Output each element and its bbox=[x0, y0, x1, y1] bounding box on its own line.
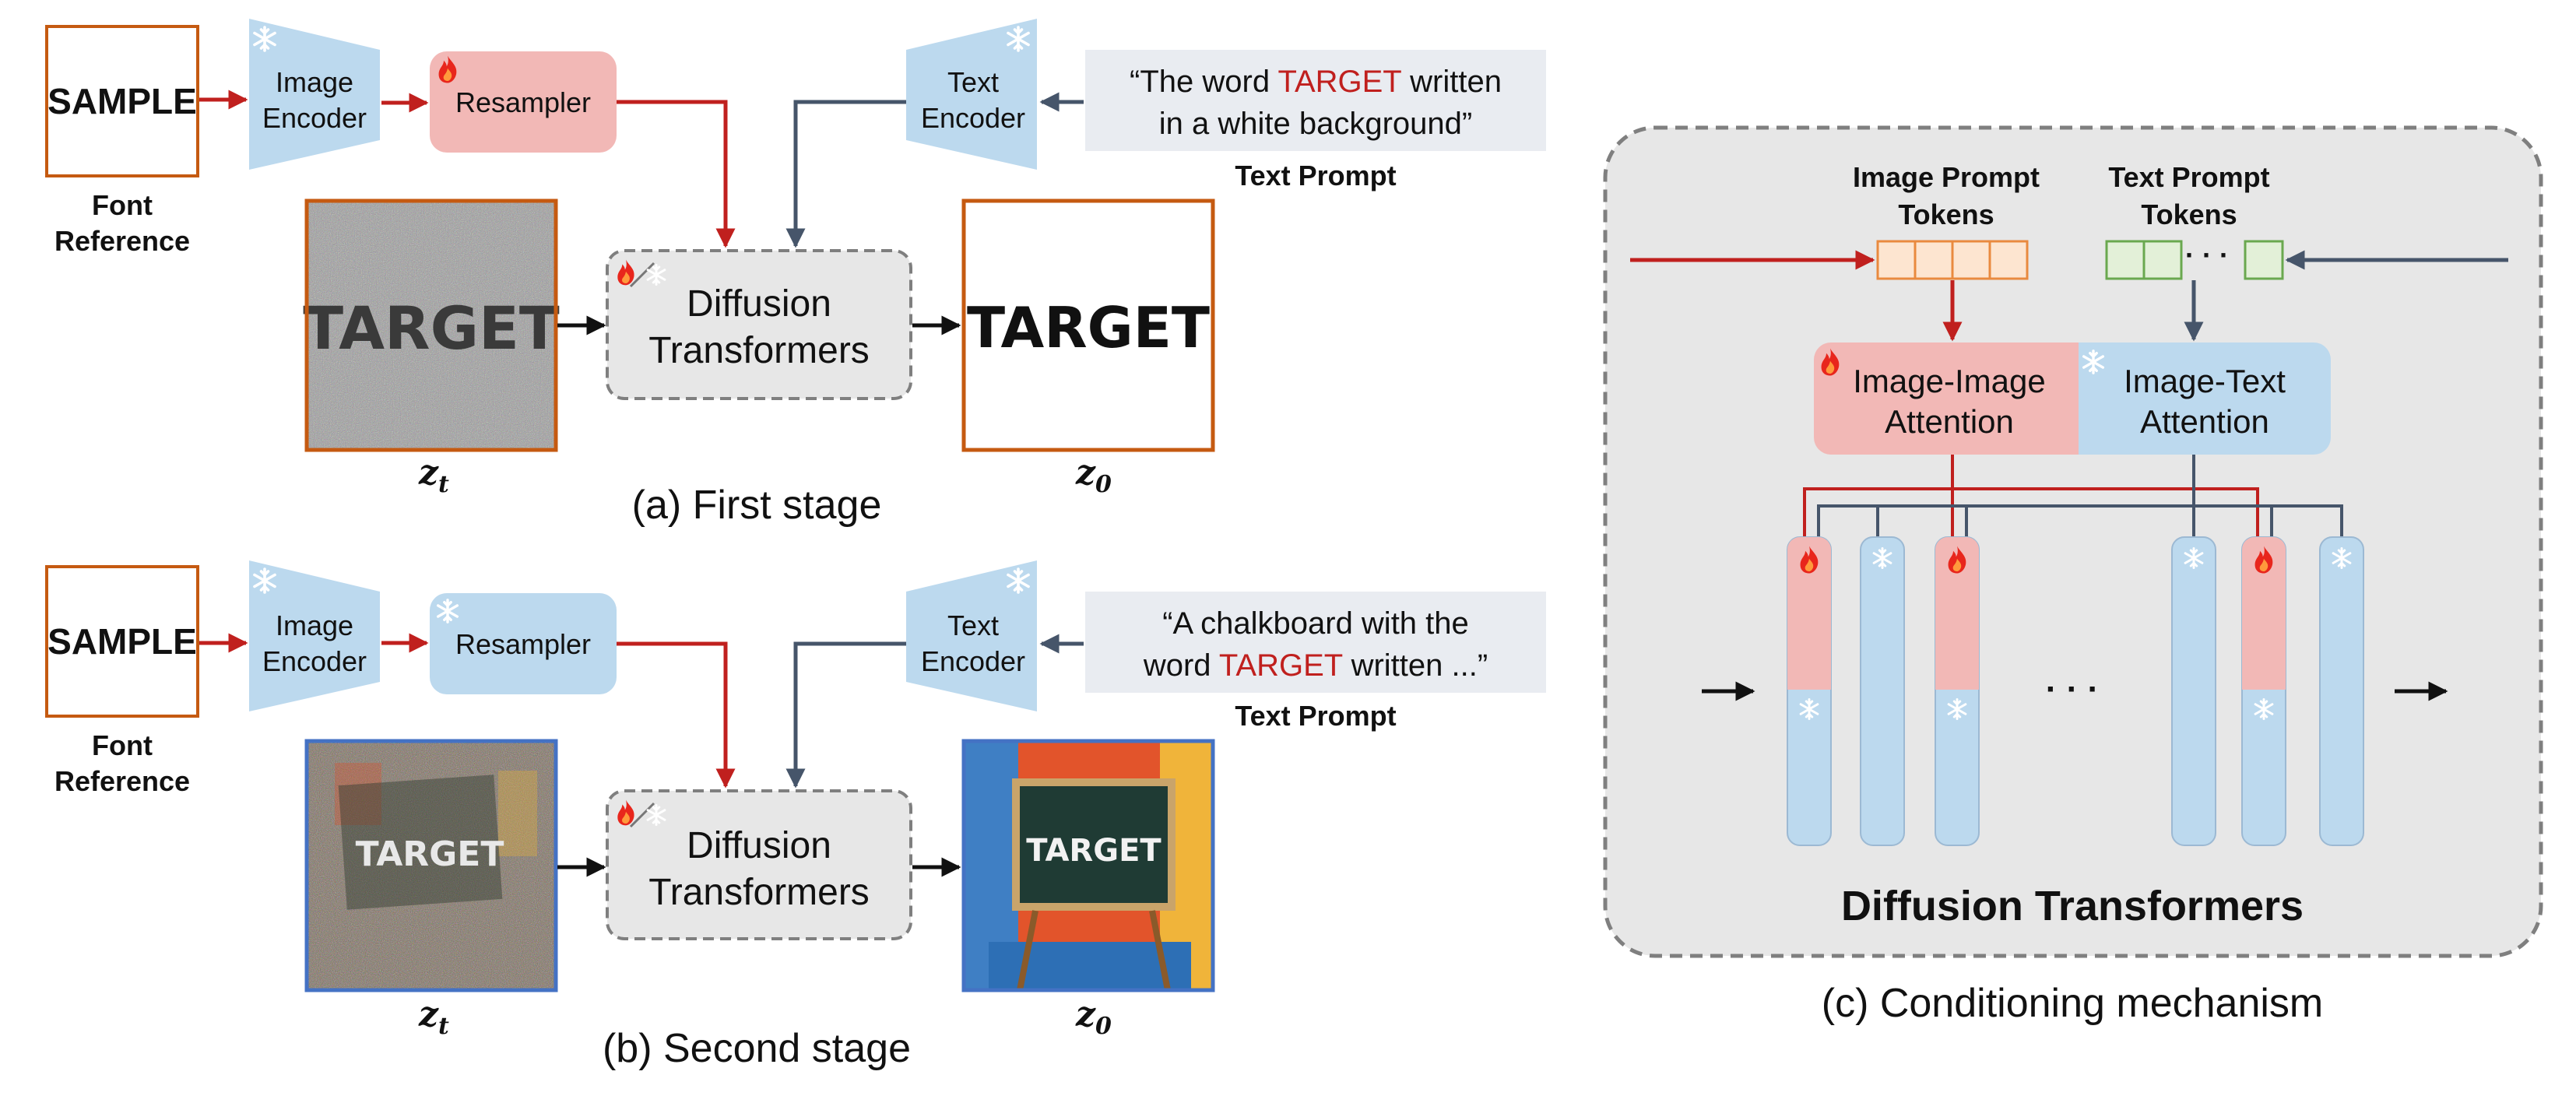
image-prompt-tokens-label-line1: Image Prompt bbox=[1853, 161, 2040, 193]
image-encoder: Image Encoder bbox=[249, 560, 380, 711]
text-prompt-tokens: · · · bbox=[2105, 239, 2284, 280]
noisy-target-text: TARGET bbox=[356, 834, 504, 874]
divider-slash bbox=[629, 262, 655, 288]
image-text-attention-label-line1: Image-Text bbox=[2124, 363, 2286, 399]
font-reference-label-line2: Reference bbox=[54, 765, 190, 797]
text-prompt-label: Text Prompt bbox=[1235, 160, 1396, 191]
clean-output-z0: TARGET bbox=[961, 739, 1215, 992]
text-encoder: Text Encoder bbox=[906, 560, 1037, 711]
image-text-attention-label-line2: Attention bbox=[2140, 403, 2269, 440]
text-encoder-label-line2: Encoder bbox=[921, 102, 1025, 134]
font-reference-label-line1: Font bbox=[92, 729, 153, 761]
z0-label: z0 bbox=[1075, 453, 1112, 498]
text-tokens-ellipsis: · · · bbox=[2185, 239, 2229, 271]
text-prompt-line1: “A chalkboard with the bbox=[1162, 606, 1469, 641]
caption-first-stage: (a) First stage bbox=[632, 483, 882, 528]
stage-1: SAMPLE Font Reference Image Encoder Resa… bbox=[45, 19, 1546, 528]
image-encoder-label-line1: Image bbox=[276, 66, 353, 98]
text-encoder-label-line1: Text bbox=[947, 609, 999, 641]
text-prompt-line2: in a white background” bbox=[1159, 107, 1472, 141]
text-prompt-label: Text Prompt bbox=[1235, 700, 1396, 732]
dit-block-frozen bbox=[2319, 536, 2364, 846]
arrow-text-encoder-to-dit bbox=[785, 641, 906, 789]
font-reference-label-line2: Reference bbox=[54, 225, 190, 257]
clean-output-z0: TARGET bbox=[961, 198, 1215, 452]
resampler-label: Resampler bbox=[455, 86, 591, 118]
text-prompt-box: “A chalkboard with the word TARGET writt… bbox=[1085, 592, 1546, 693]
attention-routing bbox=[1803, 455, 2343, 537]
dit-label-line2: Transformers bbox=[648, 330, 870, 371]
image-image-attention-label-line2: Attention bbox=[1885, 403, 2014, 440]
panel-title: Diffusion Transformers bbox=[1841, 883, 2304, 929]
text-prompt-tokens-label-line1: Text Prompt bbox=[2108, 161, 2269, 193]
text-prompt-tokens-label-line2: Tokens bbox=[2141, 198, 2237, 230]
arrow-resampler-to-dit bbox=[617, 100, 736, 248]
font-reference-label-line1: Font bbox=[92, 189, 153, 221]
dit-block-trainable bbox=[1787, 536, 1832, 846]
resampler-trainable: Resampler bbox=[430, 51, 617, 153]
noisy-latent-zt: TARGET bbox=[304, 739, 558, 992]
text-prompt-line1: “The word TARGET written bbox=[1130, 65, 1502, 99]
stage-2: SAMPLE Font Reference Image Encoder Resa… bbox=[45, 560, 1546, 1071]
dit-label-line1: Diffusion bbox=[687, 825, 831, 866]
image-encoder-label-line2: Encoder bbox=[262, 645, 367, 677]
dit-block-trainable bbox=[1935, 536, 1980, 846]
font-reference-box: SAMPLE bbox=[45, 565, 199, 718]
arrow-text-encoder-to-dit bbox=[785, 100, 906, 248]
image-encoder-label-line2: Encoder bbox=[262, 102, 367, 134]
conditioning-panel: Image Prompt Tokens Text Prompt Tokens ·… bbox=[1603, 125, 2543, 958]
diffusion-transformers-box: Diffusion Transformers bbox=[606, 789, 912, 940]
zt-label: zt bbox=[418, 995, 449, 1040]
z0-label: z0 bbox=[1075, 995, 1112, 1040]
font-reference-sample: SAMPLE bbox=[47, 81, 197, 121]
caption-conditioning: (c) Conditioning mechanism bbox=[1822, 981, 2324, 1026]
dit-label-line2: Transformers bbox=[648, 872, 870, 913]
noisy-target-text: TARGET bbox=[303, 293, 560, 363]
caption-second-stage: (b) Second stage bbox=[603, 1026, 911, 1071]
divider-slash bbox=[629, 802, 655, 828]
font-reference-sample: SAMPLE bbox=[47, 621, 197, 662]
image-prompt-tokens bbox=[1876, 240, 2029, 280]
font-reference-box: SAMPLE bbox=[45, 25, 199, 177]
image-encoder: Image Encoder bbox=[249, 19, 380, 170]
diffusion-transformers-box: Diffusion Transformers bbox=[606, 249, 912, 400]
resampler-label: Resampler bbox=[455, 628, 591, 660]
image-encoder-label-line1: Image bbox=[276, 609, 353, 641]
text-prompt-box: “The word TARGET written in a white back… bbox=[1085, 50, 1546, 151]
text-encoder-label-line2: Encoder bbox=[921, 645, 1025, 677]
arrow-resampler-to-dit bbox=[617, 641, 736, 789]
text-prompt-line2: word TARGET written ...” bbox=[1143, 648, 1488, 683]
image-prompt-tokens-label-line2: Tokens bbox=[1898, 198, 1994, 230]
resampler-frozen: Resampler bbox=[430, 593, 617, 694]
dit-block-trainable bbox=[2241, 536, 2286, 846]
dit-blocks: · · · bbox=[1787, 536, 2364, 846]
image-text-attention: Image-Text Attention bbox=[2079, 342, 2331, 455]
dit-block-frozen bbox=[2171, 536, 2216, 846]
dit-block-frozen bbox=[1860, 536, 1905, 846]
clean-target-text: TARGET bbox=[1026, 833, 1161, 869]
blocks-ellipsis: · · · bbox=[2046, 670, 2099, 708]
text-encoder: Text Encoder bbox=[906, 19, 1037, 170]
image-image-attention-label-line1: Image-Image bbox=[1853, 363, 2045, 399]
image-image-attention: Image-Image Attention bbox=[1814, 342, 2079, 455]
clean-target-text: TARGET bbox=[967, 295, 1210, 360]
zt-label: zt bbox=[418, 453, 449, 498]
text-encoder-label-line1: Text bbox=[947, 66, 999, 98]
dit-label-line1: Diffusion bbox=[687, 283, 831, 325]
noisy-latent-zt: TARGET bbox=[303, 198, 560, 452]
